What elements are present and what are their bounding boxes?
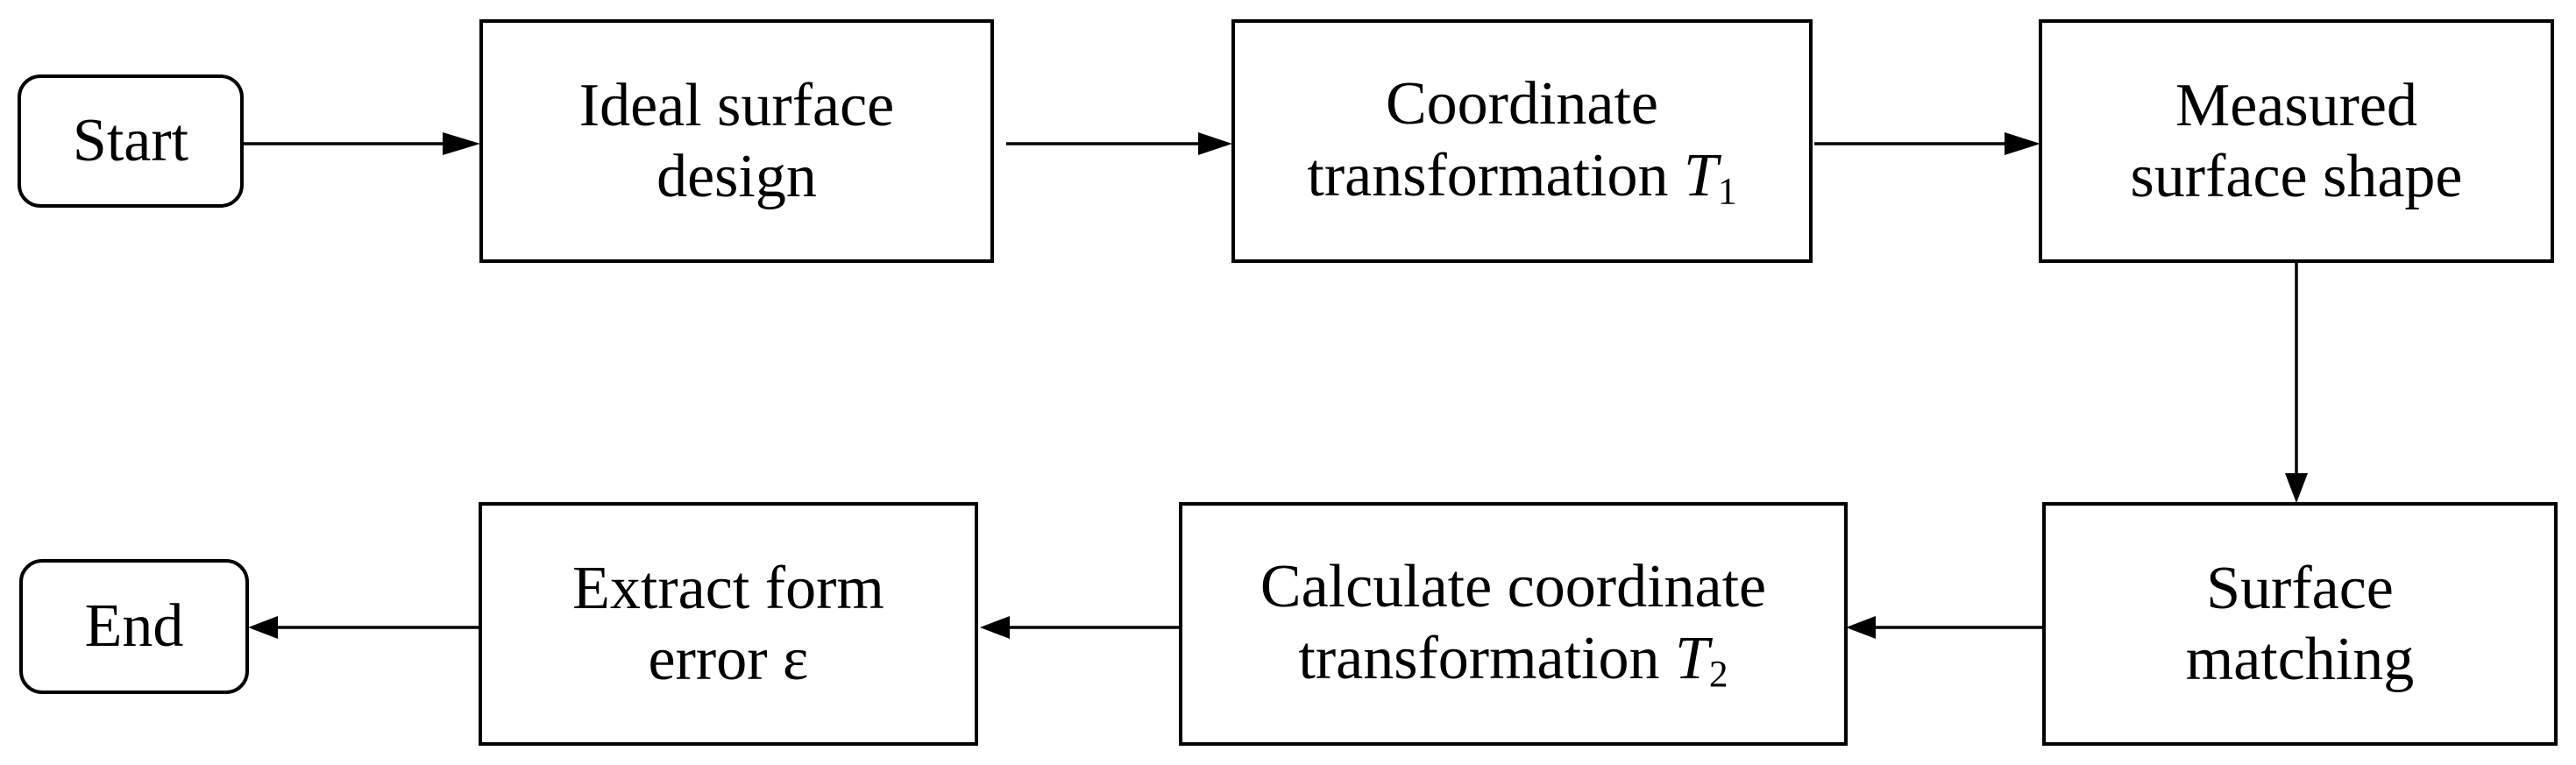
- arrowhead-calc: [1846, 616, 1876, 639]
- arrowhead-end: [248, 616, 278, 639]
- coord1-line2-text: transformation: [1307, 141, 1669, 209]
- surface-matching-node: Surface matching: [2042, 502, 2558, 746]
- measured-line2: surface shape: [2130, 143, 2463, 210]
- coord1-symbol: T: [1683, 141, 1718, 209]
- ideal-line1: Ideal surface: [578, 71, 895, 139]
- arrowhead-extract: [980, 616, 1010, 639]
- extract-line1: Extract form: [572, 554, 884, 622]
- calculate-coordinate-transformation-t2-node: Calculate coordinate transformation T2: [1179, 502, 1848, 746]
- matching-line2: matching: [2185, 626, 2415, 693]
- arrowhead-ideal: [443, 132, 480, 155]
- coord1-line1: Coordinate: [1385, 70, 1659, 138]
- measured-surface-shape-node: Measured surface shape: [2039, 19, 2554, 263]
- calc-subscript: 2: [1708, 653, 1728, 696]
- ideal-surface-design-node: Ideal surface design: [479, 19, 994, 263]
- coordinate-transformation-t1-node: Coordinate transformation T1: [1231, 19, 1813, 263]
- end-label: End: [84, 592, 184, 661]
- calc-symbol: T: [1674, 624, 1709, 692]
- matching-line1: Surface: [2206, 554, 2394, 622]
- arrowhead-measured: [2005, 132, 2040, 155]
- calc-line2: transformation T2: [1298, 623, 1728, 697]
- extract-line2: error ε: [648, 626, 809, 693]
- measured-line1: Measured: [2175, 71, 2417, 139]
- coord1-subscript: 1: [1717, 170, 1737, 213]
- ideal-line2: design: [656, 143, 817, 210]
- arrowhead-matching: [2285, 473, 2308, 503]
- end-node: End: [19, 559, 249, 694]
- calc-line1: Calculate coordinate: [1260, 553, 1767, 621]
- calc-line2-text: transformation: [1298, 624, 1660, 692]
- start-label: Start: [72, 107, 189, 175]
- coord1-line2: transformation T1: [1307, 140, 1736, 214]
- arrowhead-coord1: [1198, 132, 1232, 155]
- extract-form-error-node: Extract form error ε: [479, 502, 978, 746]
- start-node: Start: [18, 74, 244, 208]
